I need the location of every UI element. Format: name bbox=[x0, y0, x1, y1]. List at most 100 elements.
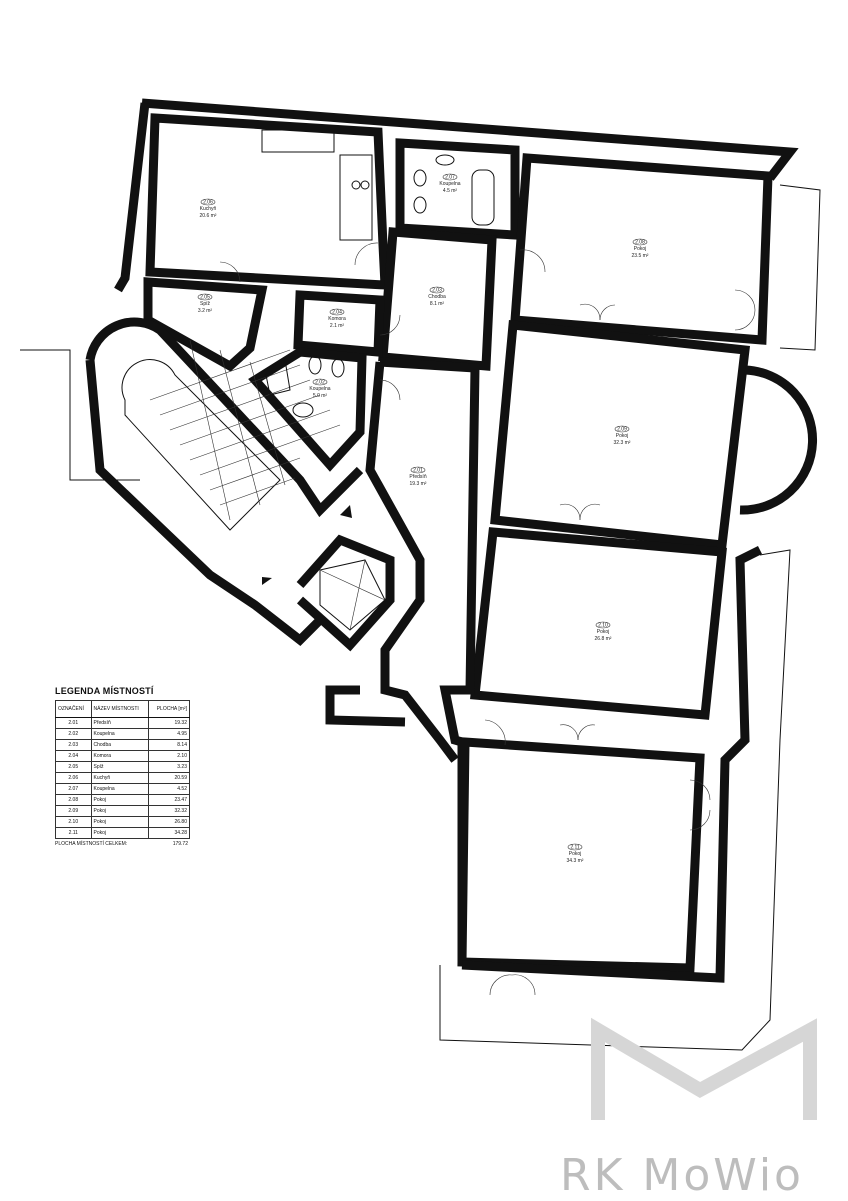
legend-header-id: OZNAČENÍ bbox=[55, 700, 92, 718]
room-id: 2.10 bbox=[598, 623, 608, 629]
legend-table: OZNAČENÍ NÁZEV MÍSTNOSTI PLOCHA [m²] 2.0… bbox=[55, 700, 190, 839]
room-id: 2.07 bbox=[445, 175, 455, 181]
room-name: Komora bbox=[328, 316, 346, 322]
legend-cell-name: Koupelna bbox=[90, 783, 150, 795]
room-id: 2.08 bbox=[635, 240, 645, 246]
legend-cell-area: 20.59 bbox=[148, 772, 190, 784]
room-area: 4.5 m² bbox=[443, 188, 458, 194]
legend-cell-name: Předsíň bbox=[90, 717, 150, 729]
legend-cell-name: Pokoj bbox=[90, 827, 150, 839]
room-name: Kuchyň bbox=[200, 206, 217, 212]
legend-cell-area: 3.23 bbox=[148, 761, 190, 773]
room-area: 26.8 m² bbox=[595, 636, 612, 642]
toilet-icon-3 bbox=[308, 355, 322, 375]
room-name: Pokoj bbox=[569, 851, 582, 857]
legend-header-name: NÁZEV MÍSTNOSTI bbox=[90, 700, 150, 718]
room-id: 2.06 bbox=[203, 200, 213, 206]
room-area: 23.5 m² bbox=[632, 253, 649, 259]
sink-icon bbox=[435, 154, 455, 166]
room-id: 2.09 bbox=[617, 427, 627, 433]
legend-cell-area: 34.28 bbox=[148, 827, 190, 839]
legend-total: PLOCHA MÍSTNOSTÍ CELKEM: 179.72 bbox=[55, 841, 188, 847]
toilet-icon bbox=[413, 169, 427, 187]
legend-cell-area: 26.80 bbox=[148, 816, 190, 828]
fixtures bbox=[261, 129, 495, 418]
room-name: Koupelna bbox=[309, 386, 330, 392]
room-name: Spíž bbox=[200, 301, 211, 307]
room-area: 34.3 m² bbox=[567, 858, 584, 864]
legend-cell-id: 2.09 bbox=[55, 805, 92, 817]
doors bbox=[219, 242, 756, 996]
legend-cell-name: Chodba bbox=[90, 739, 150, 751]
watermark-text: RK MoWio bbox=[560, 1150, 804, 1201]
room-210-outline bbox=[470, 527, 727, 720]
legend-title: LEGENDA MÍSTNOSTÍ bbox=[55, 686, 154, 696]
room-area: 5.0 m² bbox=[313, 393, 328, 399]
room-id: 2.02 bbox=[315, 380, 325, 386]
room-kitchen-outline bbox=[145, 113, 390, 290]
legend-cell-id: 2.11 bbox=[55, 827, 92, 839]
room-area: 8.1 m² bbox=[430, 301, 445, 307]
legend-cell-name: Komora bbox=[90, 750, 150, 762]
legend-cell-id: 2.02 bbox=[55, 728, 92, 740]
room-name: Pokoj bbox=[634, 246, 647, 252]
legend-cell-name: Koupelna bbox=[90, 728, 150, 740]
room-name: Chodba bbox=[428, 294, 446, 300]
arrow-up-icon bbox=[340, 505, 352, 518]
walls bbox=[20, 98, 821, 1051]
legend-cell-id: 2.06 bbox=[55, 772, 92, 784]
toilet-icon-2 bbox=[413, 196, 427, 214]
room-id: 2.04 bbox=[332, 310, 342, 316]
room-name: Koupelna bbox=[439, 181, 460, 187]
room-area: 19.3 m² bbox=[410, 481, 427, 487]
bidet-icon bbox=[331, 358, 345, 378]
legend-cell-name: Spíž bbox=[90, 761, 150, 773]
legend-cell-id: 2.01 bbox=[55, 717, 92, 729]
legend-cell-area: 19.32 bbox=[148, 717, 190, 729]
legend-cell-id: 2.07 bbox=[55, 783, 92, 795]
room-area: 32.3 m² bbox=[614, 440, 631, 446]
watermark-logo bbox=[591, 1017, 817, 1120]
room-area: 20.6 m² bbox=[200, 213, 217, 219]
room-name: Pokoj bbox=[616, 433, 629, 439]
shower-icon bbox=[264, 359, 291, 396]
legend-cell-area: 4.95 bbox=[148, 728, 190, 740]
legend-cell-name: Pokoj bbox=[90, 816, 150, 828]
legend-cell-id: 2.05 bbox=[55, 761, 92, 773]
room-id: 2.01 bbox=[413, 468, 423, 474]
legend-cell-id: 2.04 bbox=[55, 750, 92, 762]
room-storage-outline bbox=[293, 290, 385, 357]
staircase bbox=[121, 339, 386, 631]
stove-icon bbox=[351, 180, 361, 190]
bay-window bbox=[739, 365, 817, 515]
legend-cell-name: Kuchyň bbox=[90, 772, 150, 784]
room-bathroom-202-outline bbox=[248, 347, 367, 472]
room-corridor-outline bbox=[378, 227, 497, 371]
legend-cell-id: 2.08 bbox=[55, 794, 92, 806]
room-area: 2.1 m² bbox=[330, 323, 345, 329]
room-name: Pokoj bbox=[597, 629, 610, 635]
room-id: 2.03 bbox=[432, 288, 442, 294]
room-208-outline bbox=[510, 153, 773, 345]
room-pantry-outline bbox=[143, 277, 268, 372]
legend-cell-id: 2.03 bbox=[55, 739, 92, 751]
room-209-outline bbox=[490, 320, 751, 550]
legend-cell-area: 23.47 bbox=[148, 794, 190, 806]
legend-cell-area: 4.52 bbox=[148, 783, 190, 795]
